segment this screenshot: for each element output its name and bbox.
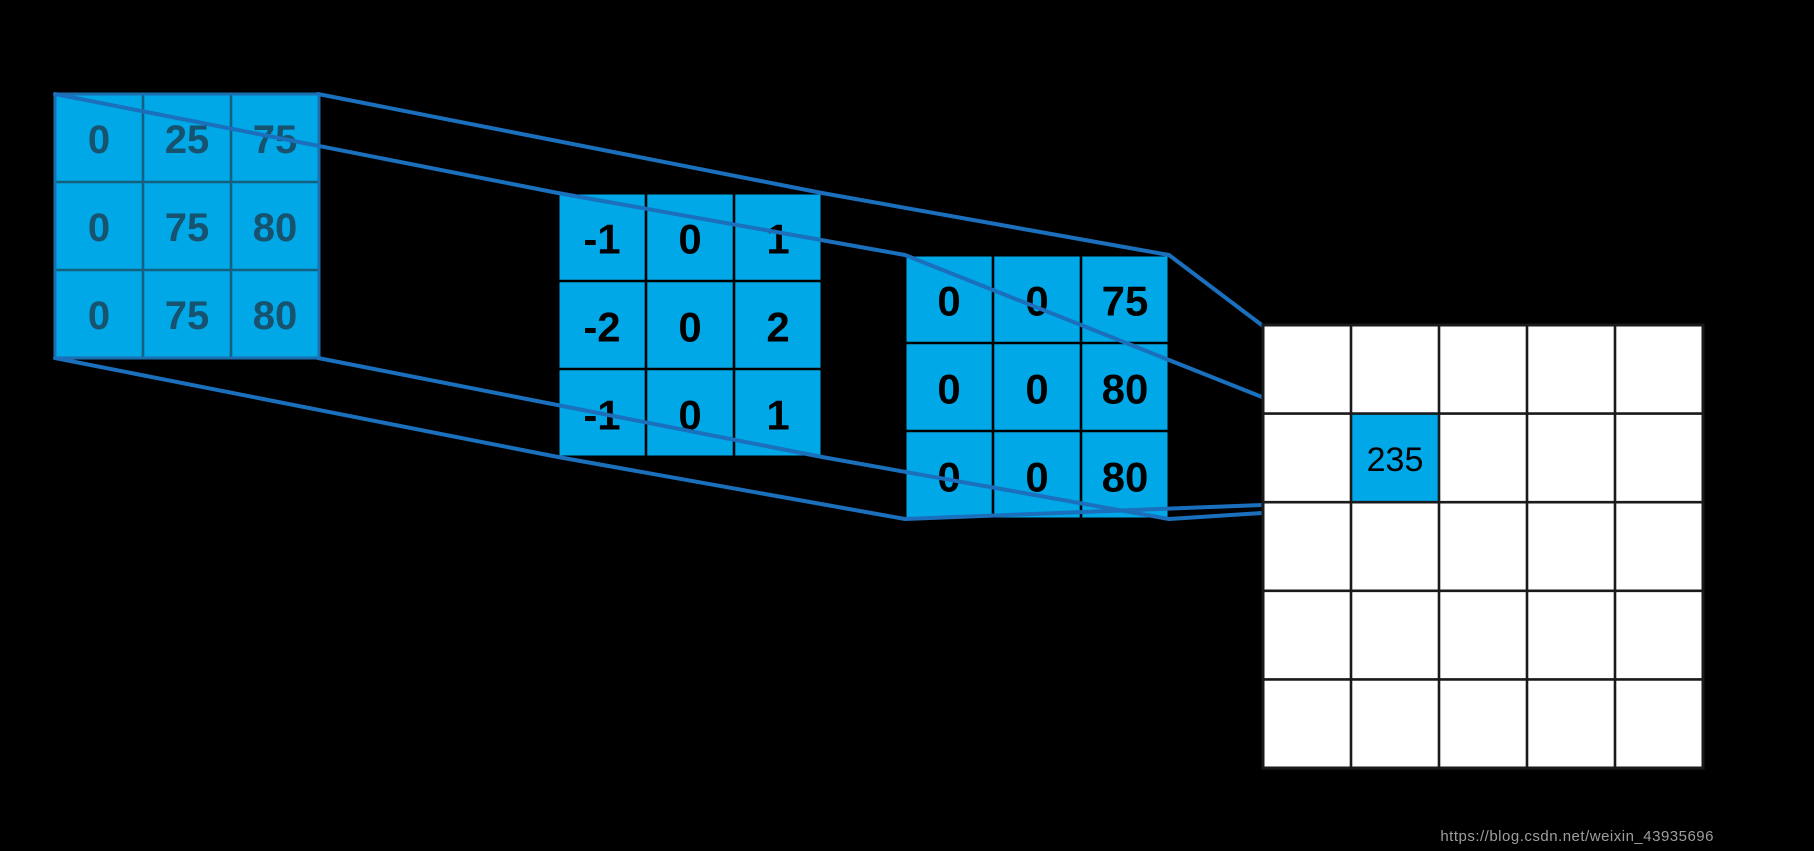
cell-value: 0	[678, 304, 701, 351]
output-feature-map-grid: 235	[1261, 323, 1705, 770]
cell-value: 80	[1102, 366, 1149, 413]
bottom-left-projection-line	[53, 356, 1264, 521]
input-patch-grid-border	[53, 92, 321, 360]
cell-value: 0	[1025, 454, 1048, 501]
projection-lines	[53, 92, 1265, 521]
cell-value: -2	[583, 304, 620, 351]
product-grid: 0 0 75 0 0 80 0 0 80	[903, 253, 1171, 521]
kernel-grid-border	[556, 191, 824, 459]
cell-value: 25	[165, 118, 210, 162]
output-feature-map-grid-highlight-cell	[1351, 413, 1439, 503]
watermark-url: https://blog.csdn.net/weixin_43935696	[1440, 828, 1714, 845]
cell-value: 75	[1102, 278, 1149, 325]
cell-value: 0	[88, 118, 110, 162]
cell-value: 0	[678, 216, 701, 263]
cell-value: 80	[253, 206, 298, 250]
cell-value: 80	[253, 294, 298, 338]
cell-value: 75	[165, 206, 210, 250]
top-left-projection-line	[53, 92, 1264, 399]
product-grid-background	[905, 255, 1169, 519]
cell-value: 0	[937, 366, 960, 413]
output-feature-map-grid-background	[1263, 325, 1703, 768]
output-feature-map-grid-border	[1261, 323, 1705, 770]
cell-value: 1	[766, 392, 789, 439]
cell-value: 0	[1025, 278, 1048, 325]
cell-value: 0	[88, 294, 110, 338]
cell-value: -1	[583, 216, 620, 263]
cell-value: 0	[937, 454, 960, 501]
bottom-right-projection-line	[316, 356, 1264, 521]
cell-value: 0	[937, 278, 960, 325]
cell-value: 0	[678, 392, 701, 439]
cell-value: 235	[1367, 441, 1424, 479]
cell-value: 0	[88, 206, 110, 250]
top-right-projection-line	[316, 92, 1265, 328]
cell-value: 75	[165, 294, 210, 338]
cell-value: 2	[766, 304, 789, 351]
cell-value: 80	[1102, 454, 1149, 501]
cell-value: 1	[766, 216, 789, 263]
product-grid-border	[903, 253, 1171, 521]
cell-value: 0	[1025, 366, 1048, 413]
